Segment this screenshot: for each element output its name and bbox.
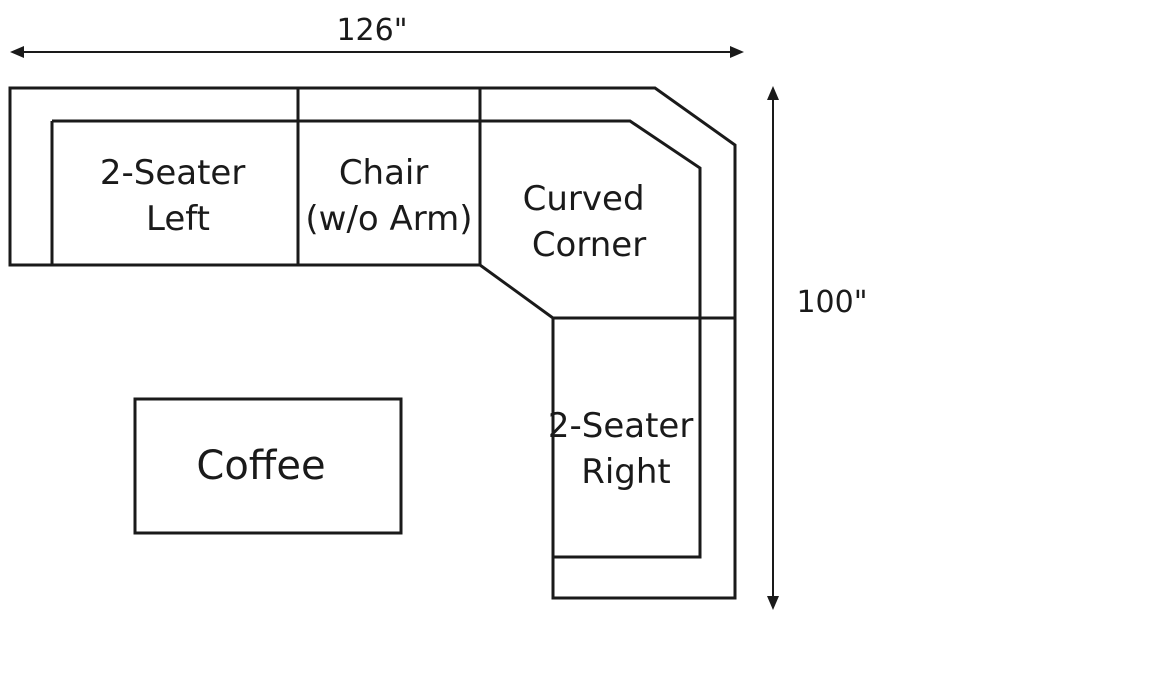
two-seater-left-label: 2-Seater Left	[100, 153, 256, 239]
two-seater-left-line2: Left	[146, 199, 210, 239]
two-seater-right-line1: 2-Seater	[548, 406, 693, 446]
curved-corner-label: Curved Corner	[523, 179, 656, 265]
height-arrow-bottom	[767, 596, 779, 610]
width-dimension-label: 126"	[336, 13, 407, 48]
sofa-inner-outline	[52, 119, 702, 559]
chair-line1: Chair	[339, 153, 429, 193]
chair-label: Chair (w/o Arm)	[305, 153, 472, 239]
two-seater-right-line2: Right	[581, 452, 671, 492]
coffee-table-label: Coffee	[196, 443, 325, 489]
coffee-table: Coffee	[133, 397, 403, 535]
width-arrow-left	[10, 46, 24, 58]
height-dimension: 100"	[767, 86, 868, 610]
chair-line2: (w/o Arm)	[305, 199, 472, 239]
width-dimension: 126"	[10, 13, 744, 58]
sectional-sofa: 2-Seater Left Chair (w/o Arm) Curved Cor…	[8, 86, 737, 600]
two-seater-left-line1: 2-Seater	[100, 153, 245, 193]
width-arrow-right	[730, 46, 744, 58]
curved-corner-line1: Curved	[523, 179, 645, 219]
height-arrow-top	[767, 86, 779, 100]
two-seater-right-label: 2-Seater Right	[548, 406, 704, 492]
coffee-table-outline	[133, 397, 403, 535]
sofa-outer-outline	[8, 86, 737, 600]
height-dimension-label: 100"	[796, 285, 867, 320]
curved-corner-line2: Corner	[532, 225, 646, 265]
